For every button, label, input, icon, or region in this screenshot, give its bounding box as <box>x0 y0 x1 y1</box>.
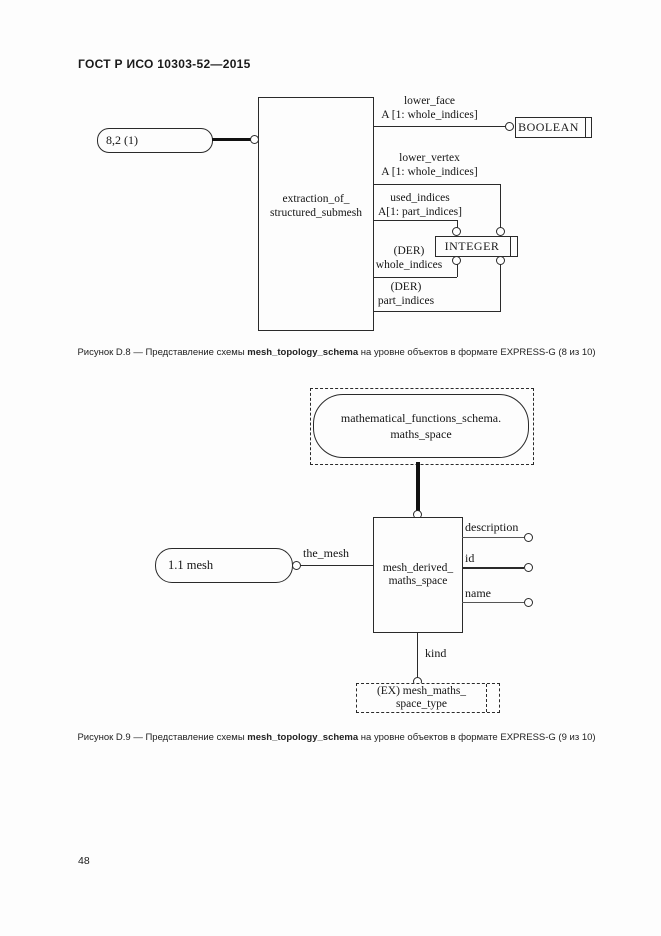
type-label: INTEGER <box>444 239 500 253</box>
attr-label-kind: kind <box>425 646 447 660</box>
attr-line-der-whole-rise <box>457 264 458 277</box>
attr-line-description <box>462 537 524 538</box>
enum-type-double-edge <box>486 684 487 712</box>
entity-name-line2: structured_submesh <box>270 206 362 219</box>
attr-line-der-part <box>373 311 501 312</box>
supertype-line <box>416 462 420 512</box>
attr-line-der-part-rise <box>500 264 501 311</box>
simple-type-double-edge <box>510 237 511 256</box>
attr-label-lower-face: lower_face A [1: whole_indices] <box>373 95 486 122</box>
figure-d9-caption: Рисунок D.9 — Представление схемы mesh_t… <box>30 732 643 743</box>
entity-name-line2: maths_space <box>388 575 448 587</box>
schema-ref-frame <box>310 388 534 465</box>
figure-d9-diagram: mathematical_functions_schema. maths_spa… <box>0 380 661 725</box>
attr-label-description: description <box>465 520 519 534</box>
caption-text: на уровне объектов в формате EXPRESS-G (… <box>358 347 596 358</box>
figure-d8-diagram: 8,2 (1) extraction_of_ structured_submes… <box>0 0 661 380</box>
attr-name: lower_face <box>403 95 456 107</box>
attr-name: lower_vertex <box>399 152 460 164</box>
entity-box-mesh-derived: mesh_derived_ maths_space <box>373 517 463 633</box>
schema-ref-node: mathematical_functions_schema. maths_spa… <box>313 394 529 458</box>
attr-label-name: name <box>465 586 491 600</box>
type-box-boolean: BOOLEAN <box>515 117 592 138</box>
attr-line-used-indices-drop <box>457 220 458 228</box>
der-tag: (DER) <box>390 281 422 293</box>
caption-text: Рисунок D.9 — Представление схемы <box>77 732 248 743</box>
attr-line-lower-vertex-drop <box>500 184 501 229</box>
caption-text: Рисунок D.8 — Представление схемы <box>77 347 248 358</box>
connector-circle <box>524 598 533 607</box>
attr-line-lower-vertex <box>373 184 500 185</box>
attr-line-der-whole <box>373 277 457 278</box>
rel-label-the-mesh: the_mesh <box>303 546 349 560</box>
schema-ref-line2: maths_space <box>390 427 452 441</box>
page-number: 48 <box>78 855 90 867</box>
type-label: BOOLEAN <box>518 120 579 134</box>
caption-schema-name: mesh_topology_schema <box>247 347 359 358</box>
der-tag: (DER) <box>393 245 425 257</box>
enum-type-node: (EX) mesh_maths_ space_type <box>356 683 500 713</box>
enum-ref-line1: (EX) mesh_maths_ <box>376 685 467 697</box>
type-box-integer: INTEGER <box>435 236 518 257</box>
attr-label-der-whole-indices: (DER) whole_indices <box>373 245 445 272</box>
attr-line-name <box>462 602 524 603</box>
attr-type: A[1: part_indices] <box>378 205 462 218</box>
connector-circle <box>452 256 461 265</box>
connector-circle <box>524 533 533 542</box>
supertype-line <box>212 138 252 141</box>
figure-d8-caption: Рисунок D.8 — Представление схемы mesh_t… <box>30 347 643 358</box>
attr-label-lower-vertex: lower_vertex A [1: whole_indices] <box>373 152 486 179</box>
caption-text: на уровне объектов в формате EXPRESS-G (… <box>358 732 596 743</box>
page-ref-node: 8,2 (1) <box>97 128 213 153</box>
attr-name: part_indices <box>377 294 435 307</box>
attr-label-used-indices: used_indices A[1: part_indices] <box>370 192 470 219</box>
page-ref-node-mesh: 1.1 mesh <box>155 548 293 583</box>
attr-name: whole_indices <box>375 258 443 271</box>
simple-type-double-edge <box>585 118 586 137</box>
attr-name: used_indices <box>390 192 450 204</box>
connector-circle <box>496 227 505 236</box>
attr-line-id <box>462 567 524 569</box>
connector-circle <box>505 122 514 131</box>
attr-label-der-part-indices: (DER) part_indices <box>373 281 439 308</box>
attr-line-kind <box>417 633 418 678</box>
connector-circle <box>452 227 461 236</box>
entity-box-extraction: extraction_of_ structured_submesh <box>258 97 374 331</box>
entity-name-line1: extraction_of_ <box>282 193 350 205</box>
entity-name-line1: mesh_derived_ <box>382 561 454 574</box>
attr-type: A [1: whole_indices] <box>381 108 478 121</box>
document-header: ГОСТ Р ИСО 10303-52—2015 <box>78 57 251 71</box>
enum-ref-line2: space_type <box>395 698 448 710</box>
connector-circle <box>524 563 533 572</box>
attr-label-id: id <box>465 551 475 565</box>
attr-type: A [1: whole_indices] <box>381 165 478 178</box>
attr-line-lower-face <box>373 126 506 127</box>
rel-line-the-mesh <box>300 565 373 566</box>
attr-line-used-indices <box>373 220 457 221</box>
schema-ref-line1: mathematical_functions_schema. <box>340 411 502 425</box>
caption-schema-name: mesh_topology_schema <box>247 732 359 743</box>
